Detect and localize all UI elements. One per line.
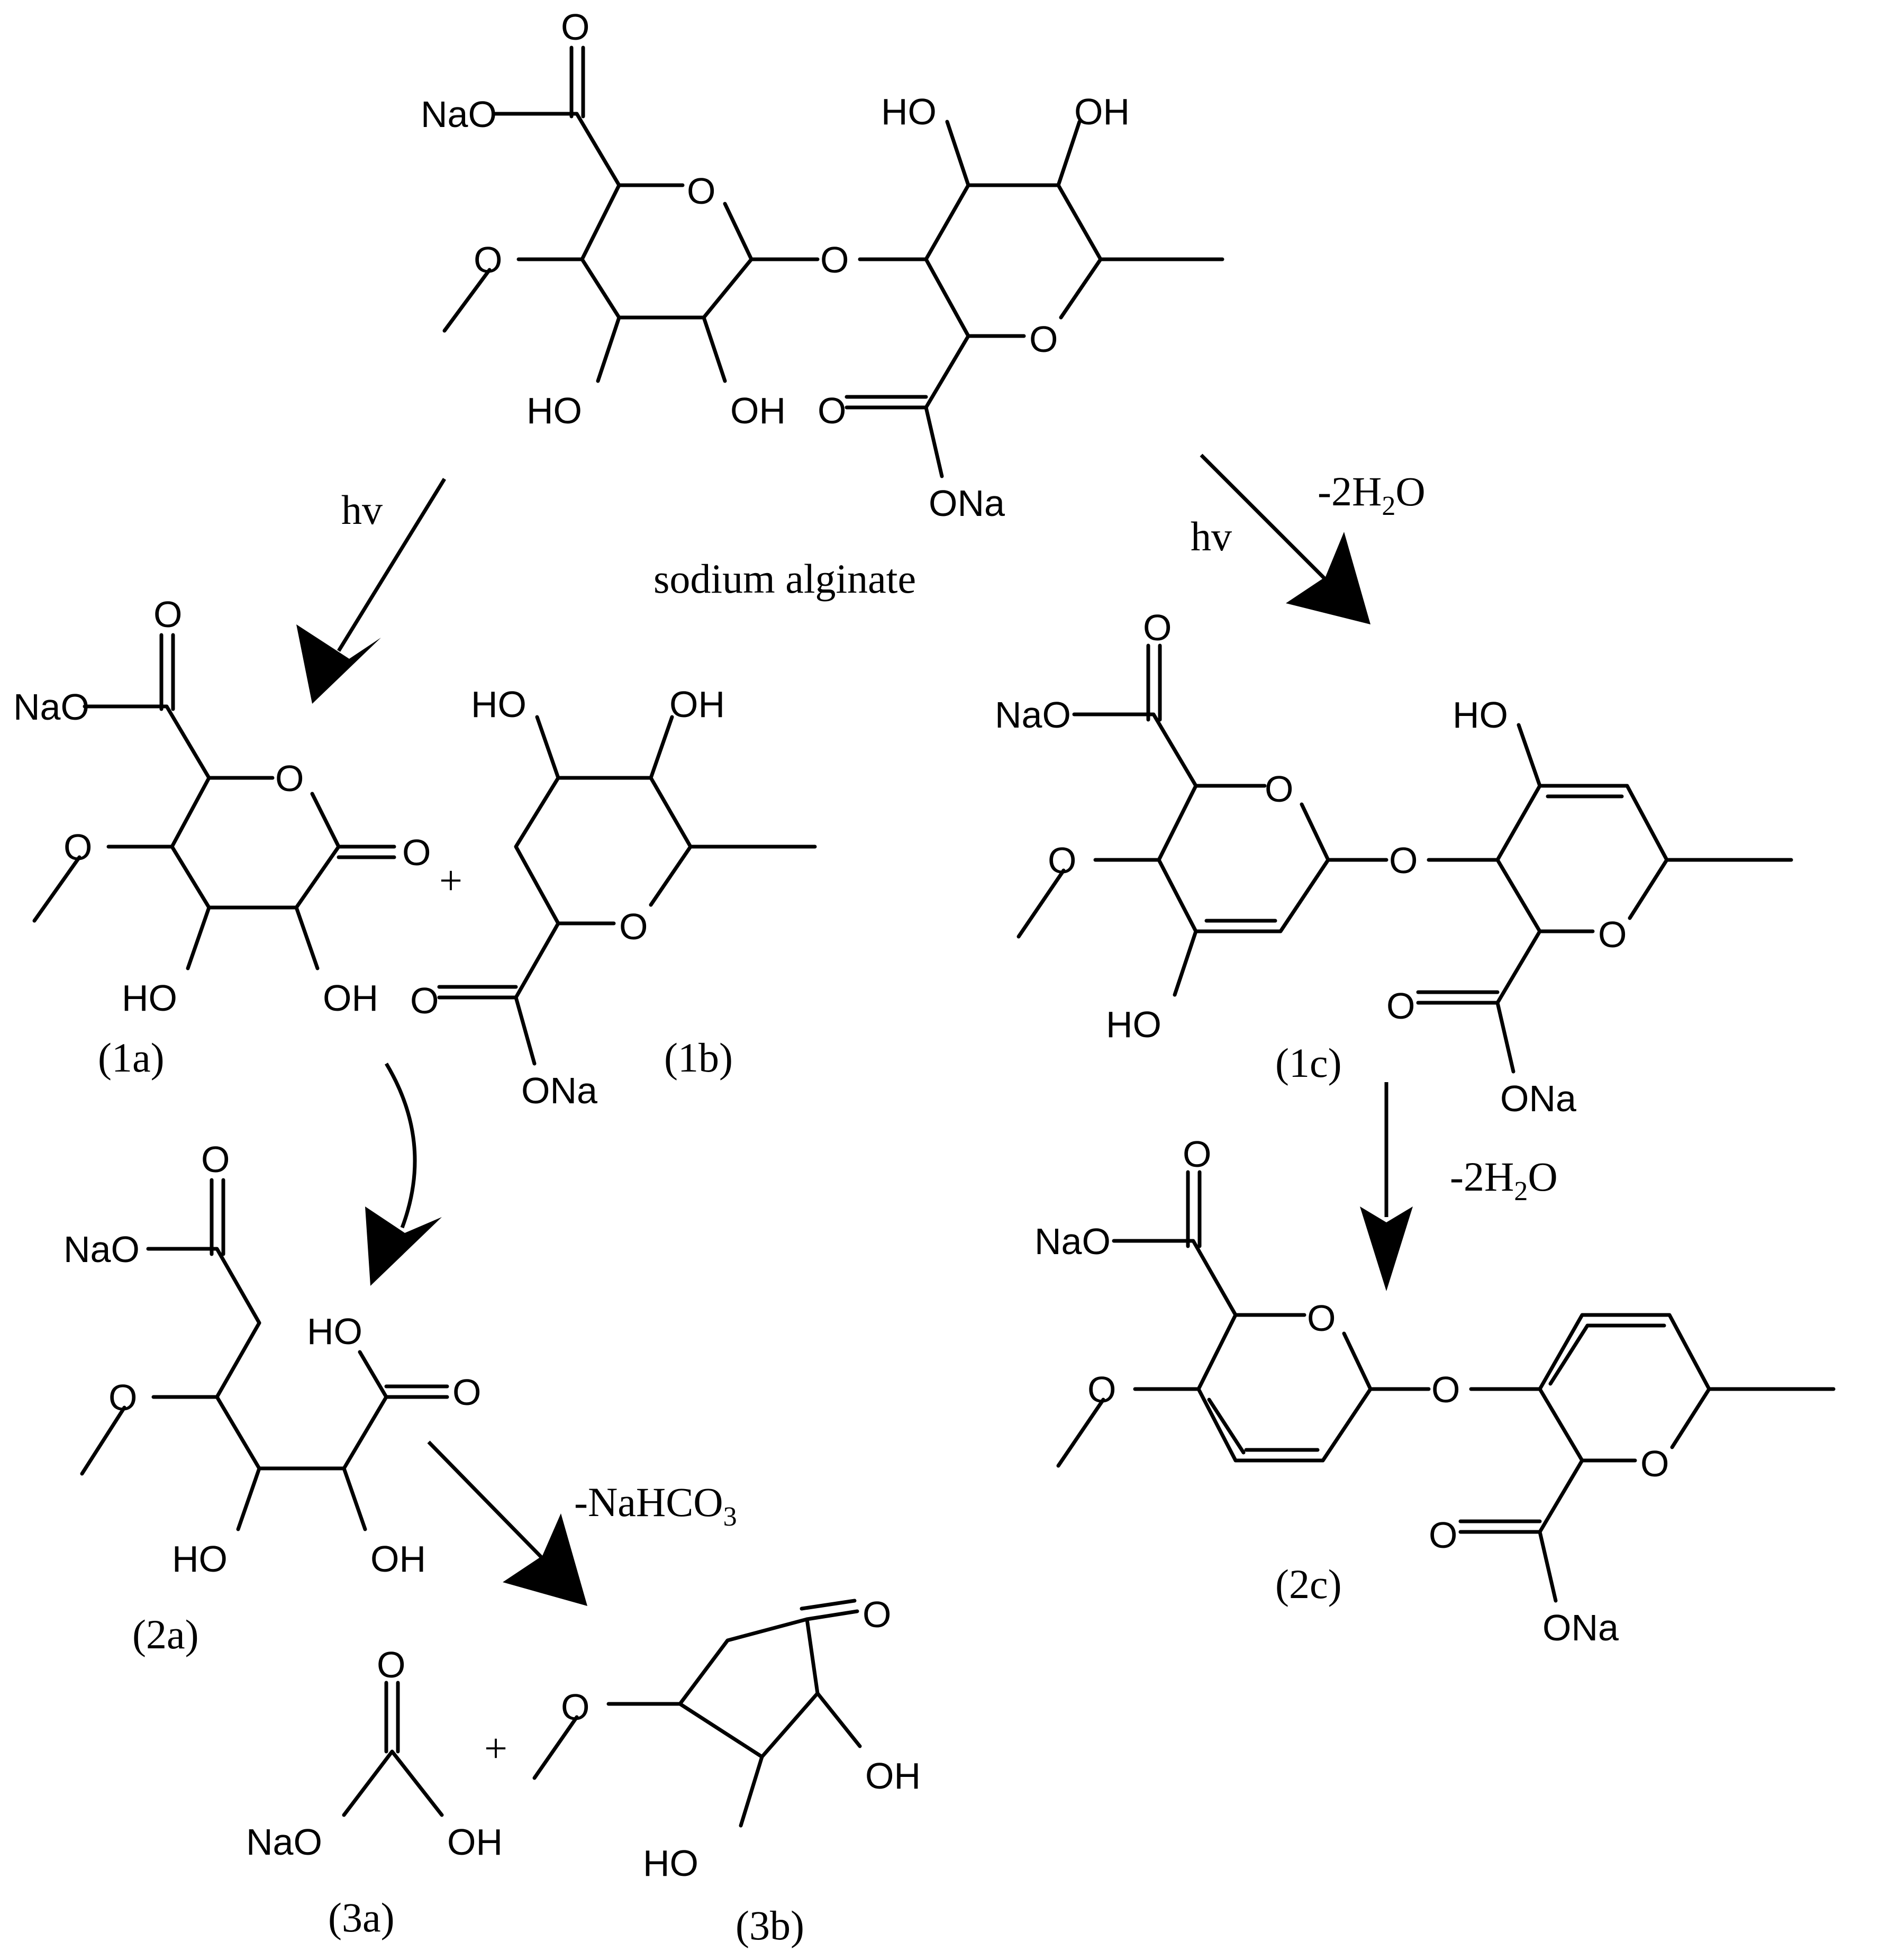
atom-ho: HO bbox=[881, 91, 937, 132]
atom-ho: HO bbox=[643, 1843, 698, 1884]
atom-nao: NaO bbox=[246, 1821, 322, 1863]
atom-o: O bbox=[1389, 840, 1418, 881]
atom-o: O bbox=[820, 239, 849, 280]
minus-2h2o-label: -2H2O bbox=[1318, 468, 1426, 521]
arrow-1c-to-2c bbox=[1360, 1082, 1413, 1291]
compound-3b-structure: O O HO OH bbox=[532, 1594, 921, 1884]
atom-nao: NaO bbox=[1034, 1221, 1111, 1262]
atom-ho: HO bbox=[122, 977, 177, 1019]
atom-o: O bbox=[275, 758, 304, 799]
atom-o: O bbox=[63, 827, 92, 868]
compound-2a-label: (2a) bbox=[132, 1611, 199, 1657]
arrow-hv-right bbox=[1200, 453, 1370, 624]
atom-o: O bbox=[818, 390, 846, 431]
atom-nao: NaO bbox=[995, 694, 1071, 736]
atom-o: O bbox=[561, 1686, 589, 1728]
arrow-1a-to-2a bbox=[365, 1063, 442, 1286]
atom-ona: ONa bbox=[929, 483, 1005, 524]
atom-oh: OH bbox=[730, 390, 786, 431]
atom-oh: OH bbox=[370, 1538, 426, 1580]
atom-o: O bbox=[1431, 1369, 1460, 1410]
atom-ona: ONa bbox=[521, 1070, 597, 1111]
hv-label: hv bbox=[1191, 513, 1232, 559]
atom-ho: HO bbox=[1106, 1004, 1161, 1045]
atom-nao: NaO bbox=[13, 686, 89, 728]
atom-o: O bbox=[402, 832, 431, 873]
atom-o: O bbox=[377, 1644, 405, 1685]
compound-2c-label: (2c) bbox=[1275, 1561, 1342, 1607]
atom-o: O bbox=[1598, 914, 1627, 955]
atom-o: O bbox=[619, 906, 648, 947]
compound-2c-structure: O O NaO O O O O ONa bbox=[1034, 1133, 1836, 1648]
arrow-hv-left bbox=[296, 478, 446, 704]
sodium-alginate-label: sodium alginate bbox=[653, 556, 916, 602]
atom-o: O bbox=[1143, 607, 1172, 648]
compound-1c-label: (1c) bbox=[1275, 1040, 1342, 1086]
atom-oh: OH bbox=[669, 684, 725, 725]
atom-o: O bbox=[474, 239, 502, 280]
atom-ho: HO bbox=[307, 1311, 362, 1352]
plus-sign: + bbox=[484, 1725, 507, 1771]
atom-o: O bbox=[410, 980, 439, 1021]
compound-2a-structure: O NaO O HO OH HO O bbox=[63, 1139, 481, 1580]
compound-1b-structure: O HO OH O ONa bbox=[410, 684, 817, 1111]
compound-3a-structure: O NaO OH bbox=[246, 1644, 503, 1863]
atom-o: O bbox=[201, 1139, 230, 1180]
atom-o: O bbox=[863, 1594, 891, 1635]
atom-o: O bbox=[1048, 840, 1076, 881]
sodium-alginate-structure: O NaO O O HO OH O O HO OH O ONa bbox=[421, 6, 1224, 524]
compound-1a-structure: O O O NaO O HO OH bbox=[13, 594, 431, 1019]
atom-o: O bbox=[1386, 985, 1415, 1027]
atom-ona: ONa bbox=[1500, 1078, 1576, 1119]
atom-o: O bbox=[1087, 1369, 1116, 1410]
compound-1b-label: (1b) bbox=[664, 1035, 733, 1081]
atom-oh: OH bbox=[865, 1755, 921, 1796]
atom-oh: OH bbox=[1074, 91, 1130, 132]
compound-3b-label: (3b) bbox=[736, 1902, 804, 1948]
atom-o: O bbox=[561, 6, 589, 48]
atom-o: O bbox=[153, 594, 182, 635]
minus-2h2o-label: -2H2O bbox=[1450, 1154, 1558, 1206]
atom-o: O bbox=[687, 170, 715, 212]
atom-oh: OH bbox=[323, 977, 378, 1019]
hv-label: hv bbox=[341, 487, 383, 533]
plus-sign: + bbox=[439, 857, 462, 903]
atom-o: O bbox=[1640, 1443, 1669, 1484]
compound-1c-structure: O O NaO O HO O O HO O ONa bbox=[995, 607, 1793, 1119]
atom-ho: HO bbox=[527, 390, 582, 431]
atom-o: O bbox=[1429, 1514, 1457, 1556]
atom-o: O bbox=[1265, 768, 1293, 810]
atom-oh: OH bbox=[447, 1821, 503, 1863]
atom-o: O bbox=[1307, 1297, 1336, 1339]
compound-1a-label: (1a) bbox=[98, 1035, 165, 1081]
atom-nao: NaO bbox=[421, 94, 497, 135]
arrow-2a-to-3b bbox=[427, 1440, 587, 1606]
atom-o: O bbox=[108, 1377, 137, 1418]
atom-ho: HO bbox=[471, 684, 527, 725]
atom-o: O bbox=[452, 1372, 481, 1413]
atom-o: O bbox=[1183, 1133, 1211, 1175]
atom-nao: NaO bbox=[63, 1229, 140, 1270]
atom-ho: HO bbox=[1453, 694, 1508, 736]
atom-ho: HO bbox=[172, 1538, 228, 1580]
atom-ona: ONa bbox=[1542, 1607, 1619, 1648]
minus-nahco3-label: -NaHCO3 bbox=[574, 1479, 737, 1532]
compound-3a-label: (3a) bbox=[328, 1894, 395, 1940]
atom-o: O bbox=[1029, 319, 1058, 360]
